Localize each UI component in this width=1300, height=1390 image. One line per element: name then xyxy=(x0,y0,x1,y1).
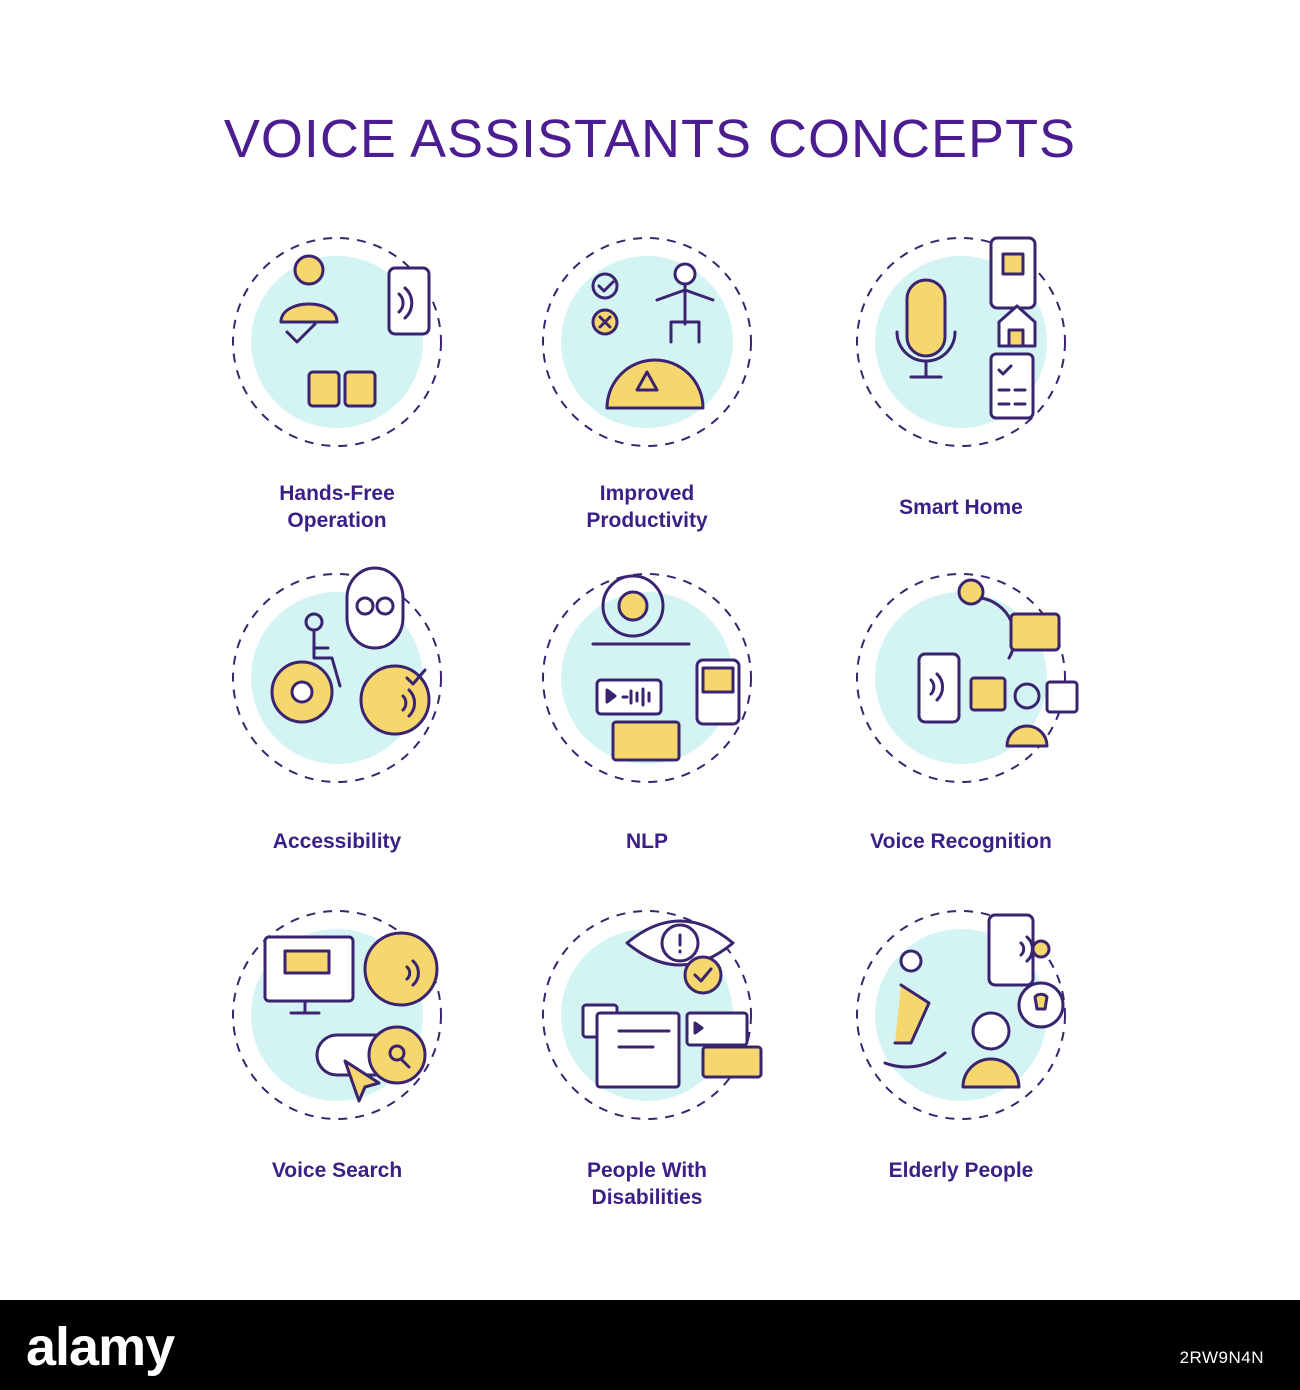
concept-card-elderly-people: Elderly People xyxy=(811,895,1111,1184)
stock-image-id: 2RW9N4N xyxy=(1179,1348,1264,1367)
brand-logo: alamy xyxy=(26,1317,175,1377)
productivity-icon xyxy=(542,237,752,447)
nlp-icon xyxy=(542,573,752,783)
concept-label: Voice Search xyxy=(271,1159,403,1182)
concept-label: Voice Recognition xyxy=(870,830,1052,853)
hands-free-icon xyxy=(232,237,442,447)
concept-label: NLP xyxy=(626,830,668,853)
voice-search-icon xyxy=(232,910,442,1120)
concept-label: Improved Productivity xyxy=(586,482,708,532)
watermark-bar: alamy 2RW9N4N xyxy=(0,1300,1300,1390)
illustration-canvas: VOICE ASSISTANTS CONCEPTS Hands-Free Ope… xyxy=(187,109,1111,1211)
voice-recognition-icon xyxy=(856,573,1079,783)
concept-card-accessibility: Accessibility xyxy=(187,558,487,855)
concept-card-improved-productivity: Improved Productivity xyxy=(497,222,797,534)
concept-card-voice-recognition: Voice Recognition xyxy=(811,558,1111,855)
elderly-people-icon xyxy=(856,910,1066,1120)
accessibility-icon xyxy=(232,566,442,783)
disabilities-icon xyxy=(542,910,763,1120)
concept-card-smart-home: Smart Home xyxy=(811,222,1111,521)
concept-label: People With Disabilities xyxy=(587,1159,707,1209)
concept-label: Smart Home xyxy=(899,496,1023,519)
concept-label: Accessibility xyxy=(272,830,402,853)
concept-card-people-with-disabilities: People With Disabilities xyxy=(497,895,797,1211)
concept-card-voice-search: Voice Search xyxy=(187,895,487,1184)
concept-card-nlp: NLP xyxy=(497,558,797,855)
concept-card-hands-free: Hands-Free Operation xyxy=(187,222,487,534)
page-title: VOICE ASSISTANTS CONCEPTS xyxy=(223,109,1077,169)
concept-label: Hands-Free Operation xyxy=(279,482,395,532)
smart-home-icon xyxy=(856,236,1066,447)
concept-label: Elderly People xyxy=(888,1159,1034,1182)
